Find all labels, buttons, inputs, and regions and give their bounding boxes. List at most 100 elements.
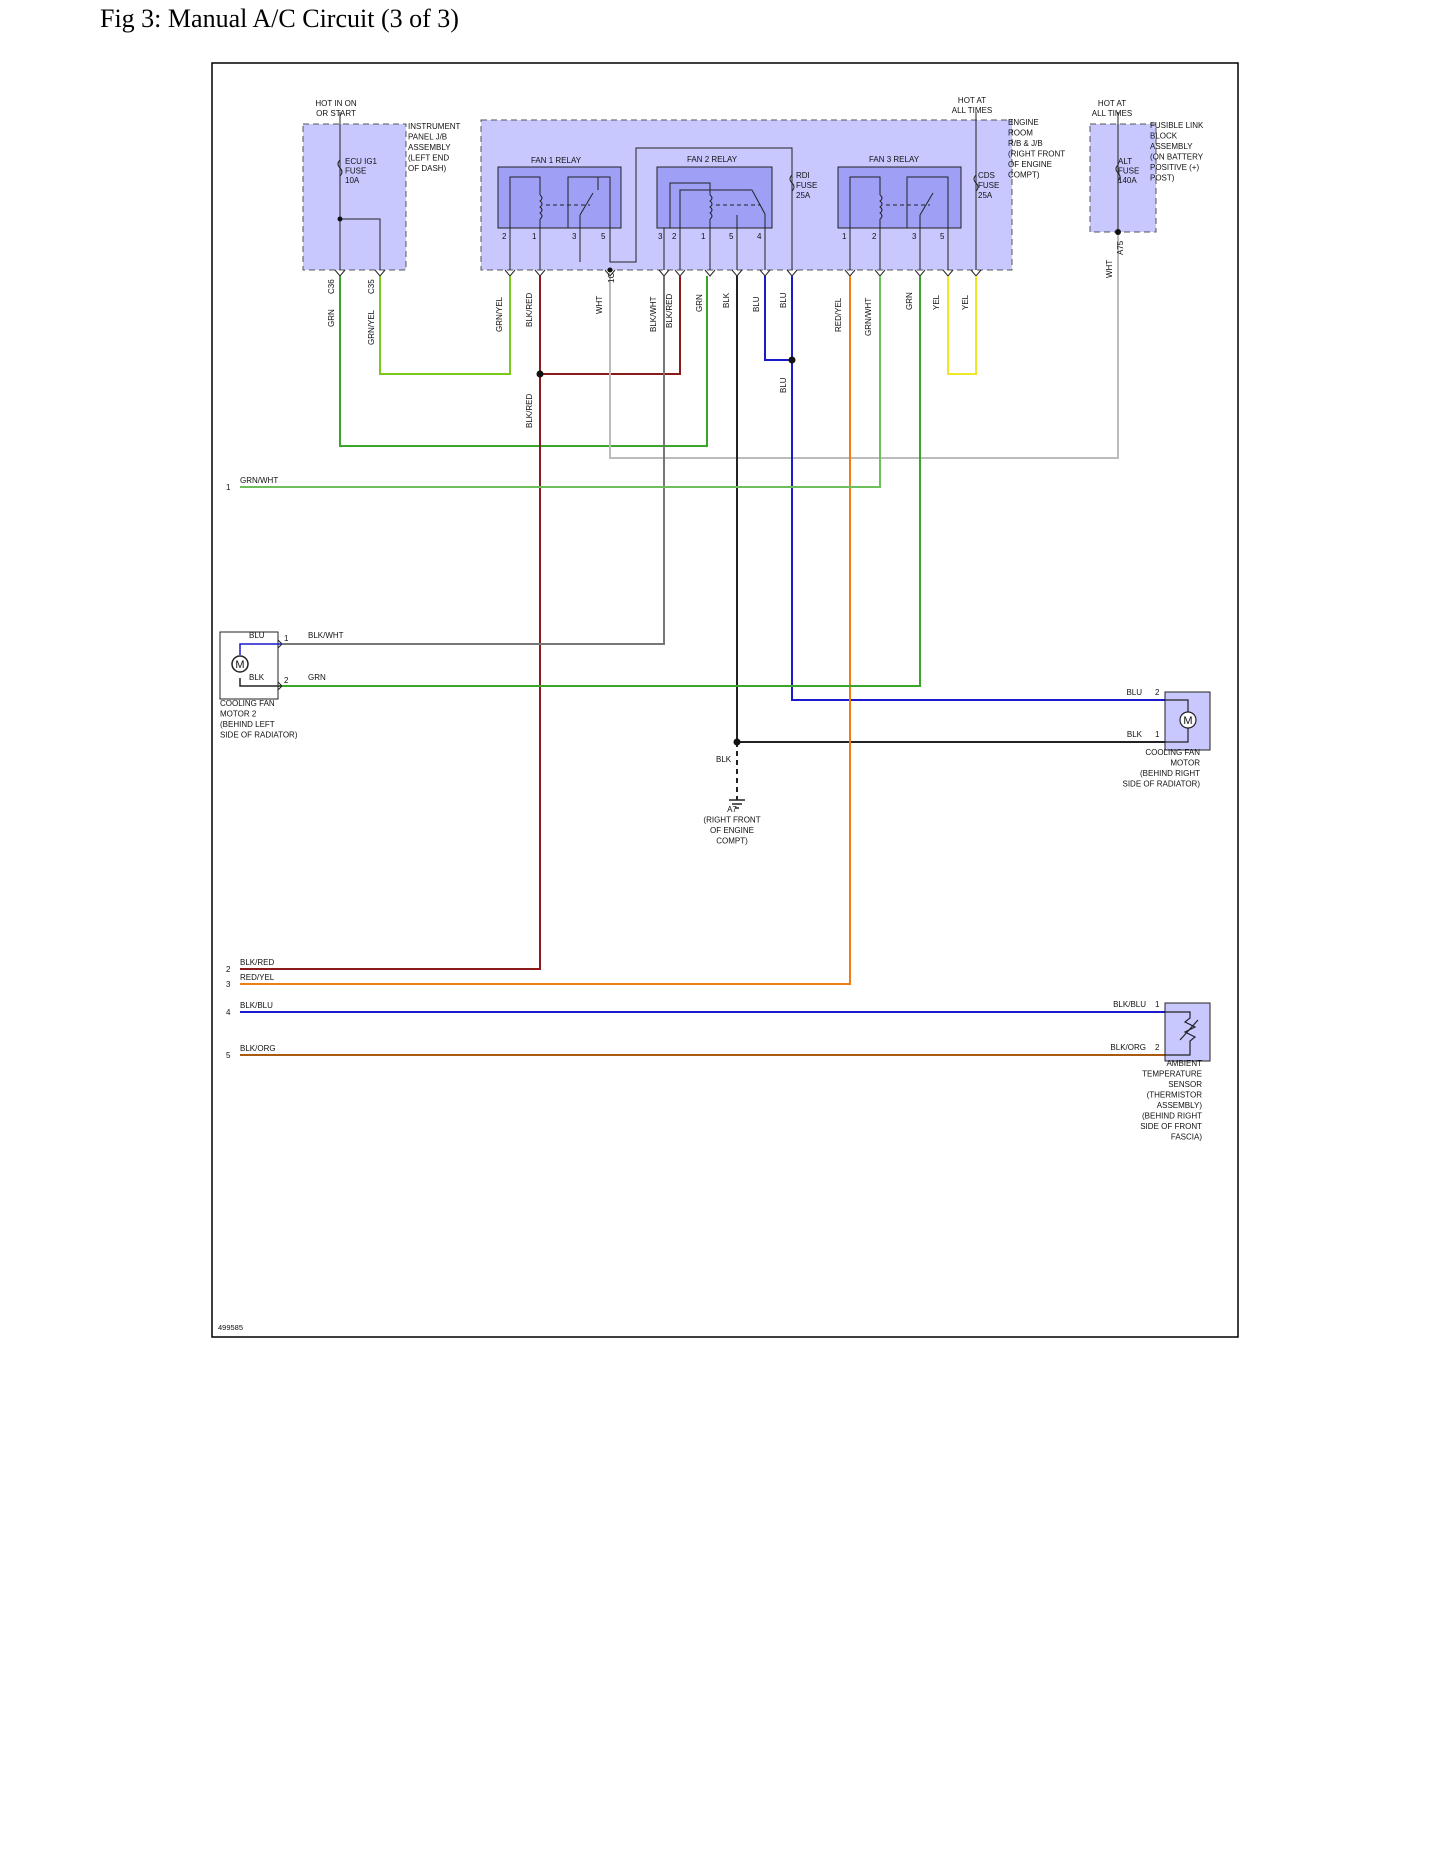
- thermistor-symbol: [1165, 1011, 1199, 1056]
- cooling-fan-motor2-label: COOLING FAN: [220, 699, 275, 708]
- engine-room-jb-label: ROOM: [1008, 129, 1033, 138]
- fan2-pin-0: 3: [658, 232, 663, 241]
- ip-jb-label: (LEFT END: [408, 154, 449, 163]
- motor-pin-number: 1: [1155, 730, 1160, 739]
- splice-dot: [788, 356, 796, 364]
- connector-a75: A75: [1116, 240, 1125, 255]
- ambient-sensor-label: SENSOR: [1168, 1080, 1202, 1089]
- ground-label: A7: [727, 805, 737, 814]
- connector-c35: C35: [367, 279, 376, 294]
- engine-room-jb-label: COMPT): [1008, 171, 1040, 180]
- wire-yel: [947, 276, 977, 375]
- cooling-fan-motor2-label: (BEHIND LEFT: [220, 720, 275, 729]
- ip-jb-label: ASSEMBLY: [408, 143, 451, 152]
- fan2-relay-internals: [669, 182, 766, 228]
- sensor-wire-color: BLK/BLU: [1113, 1000, 1146, 1009]
- wire-color-label: GRN: [327, 309, 336, 327]
- wire-color-label: GRN/YEL: [367, 309, 376, 345]
- alt-fuse-label: 140A: [1118, 176, 1137, 185]
- left-pin-number: 1: [226, 483, 231, 492]
- cds-fuse-label: FUSE: [978, 181, 999, 190]
- cooling-fan-motor2-internal: [231, 643, 282, 687]
- motor2-inner-color: BLK: [249, 673, 265, 682]
- fan3-relay-internals: [849, 176, 949, 228]
- ip-jb-label: PANEL J/B: [408, 133, 447, 142]
- power-label-hot-all-times: HOT AT: [1098, 99, 1126, 108]
- fusible-link-label: (ON BATTERY: [1150, 153, 1204, 162]
- wire-color-label: BLU: [779, 377, 788, 393]
- wire-color-label: BLK/WHT: [649, 296, 658, 332]
- motor2-wire-color: BLK/WHT: [308, 631, 344, 640]
- connector-1c: 1C: [607, 273, 616, 283]
- fan3-pin-1: 2: [872, 232, 877, 241]
- splice-dot: [607, 267, 613, 273]
- wire-color-label: RED/YEL: [834, 297, 843, 332]
- fan2-pin-4: 4: [757, 232, 762, 241]
- motor2-pin-number: 2: [284, 676, 289, 685]
- connector-mark: [504, 269, 516, 277]
- wire-color-label: GRN: [905, 292, 914, 310]
- alt-fuse-label: FUSE: [1118, 167, 1139, 176]
- power-label-hot-on-start: HOT IN ON: [315, 99, 356, 108]
- figure-id: 499585: [218, 1323, 243, 1332]
- ip-jb-module: [302, 123, 407, 271]
- wire-color-label: GRN: [695, 294, 704, 312]
- fusible-link-label: FUSIBLE LINK: [1150, 121, 1204, 130]
- ecu-ig1-fuse-label: 10A: [345, 176, 360, 185]
- fan1-pin-0: 2: [502, 232, 507, 241]
- alt-fuse-label: ALT: [1118, 157, 1132, 166]
- cooling-fan-motor2-label: MOTOR 2: [220, 710, 257, 719]
- wire-blk-wht: [282, 276, 665, 645]
- fan2-relay-box: [656, 166, 773, 229]
- wire-color-label: BLU: [779, 292, 788, 308]
- motor-m-symbol: M: [1183, 715, 1192, 727]
- power-label-hot-all-times: HOT AT: [958, 96, 986, 105]
- connector-marks: [276, 269, 1171, 1061]
- wire-grn-c36: [339, 276, 708, 447]
- wire-color-label: BLK/RED: [665, 294, 674, 328]
- connector-mark: [970, 269, 982, 277]
- wire-grn-yel-c35: [379, 276, 511, 375]
- fan2-pin-3: 5: [729, 232, 734, 241]
- cooling-fan-motor-label: SIDE OF RADIATOR): [1123, 780, 1201, 789]
- left-wire-color: BLK/ORG: [240, 1044, 276, 1053]
- rdi-fuse-label: FUSE: [796, 181, 817, 190]
- ground-label: (RIGHT FRONT: [703, 816, 760, 825]
- fan2-pin-1: 2: [672, 232, 677, 241]
- fusible-link-module: [1089, 123, 1157, 233]
- cds-fuse-label: CDS: [978, 171, 995, 180]
- ambient-sensor-label: FASCIA): [1171, 1133, 1202, 1142]
- connector-mark: [658, 269, 670, 277]
- cooling-fan-motor-label: MOTOR: [1170, 759, 1200, 768]
- connector-mark: [914, 269, 926, 277]
- sensor-pin-number: 2: [1155, 1043, 1160, 1052]
- connector-mark: [704, 269, 716, 277]
- connector-mark: [844, 269, 856, 277]
- fan1-relay-label: FAN 1 RELAY: [531, 156, 582, 165]
- ecu-ig1-fuse-label: ECU IG1: [345, 157, 378, 166]
- splice-dot: [733, 738, 741, 746]
- wire-color-label: BLU: [752, 296, 761, 312]
- motor-pin-number: 2: [1155, 688, 1160, 697]
- ecu-ig1-fuse-label: FUSE: [345, 167, 366, 176]
- rdi-fuse-label: 25A: [796, 191, 811, 200]
- left-pin-number: 2: [226, 965, 231, 974]
- connector-mark: [334, 269, 346, 277]
- wire-color-label: BLK/RED: [525, 394, 534, 428]
- wire-color-label: YEL: [932, 294, 941, 310]
- fan1-pin-2: 3: [572, 232, 577, 241]
- left-pin-number: 4: [226, 1008, 231, 1017]
- connector-mark: [674, 269, 686, 277]
- connector-mark: [874, 269, 886, 277]
- ambient-sensor-label: (BEHIND RIGHT: [1142, 1112, 1202, 1121]
- external-wires: [240, 232, 1165, 1056]
- cooling-fan-motor-label: (BEHIND RIGHT: [1140, 769, 1200, 778]
- wire-color-label: BLK: [722, 292, 731, 308]
- fan3-pin-3: 5: [940, 232, 945, 241]
- wire-color-label: GRN/YEL: [495, 296, 504, 332]
- left-pin-number: 3: [226, 980, 231, 989]
- fuse-symbols: [337, 159, 1121, 192]
- fan2-relay-label: FAN 2 RELAY: [687, 155, 738, 164]
- fan3-relay-box: [837, 166, 962, 229]
- fusible-link-label: BLOCK: [1150, 132, 1178, 141]
